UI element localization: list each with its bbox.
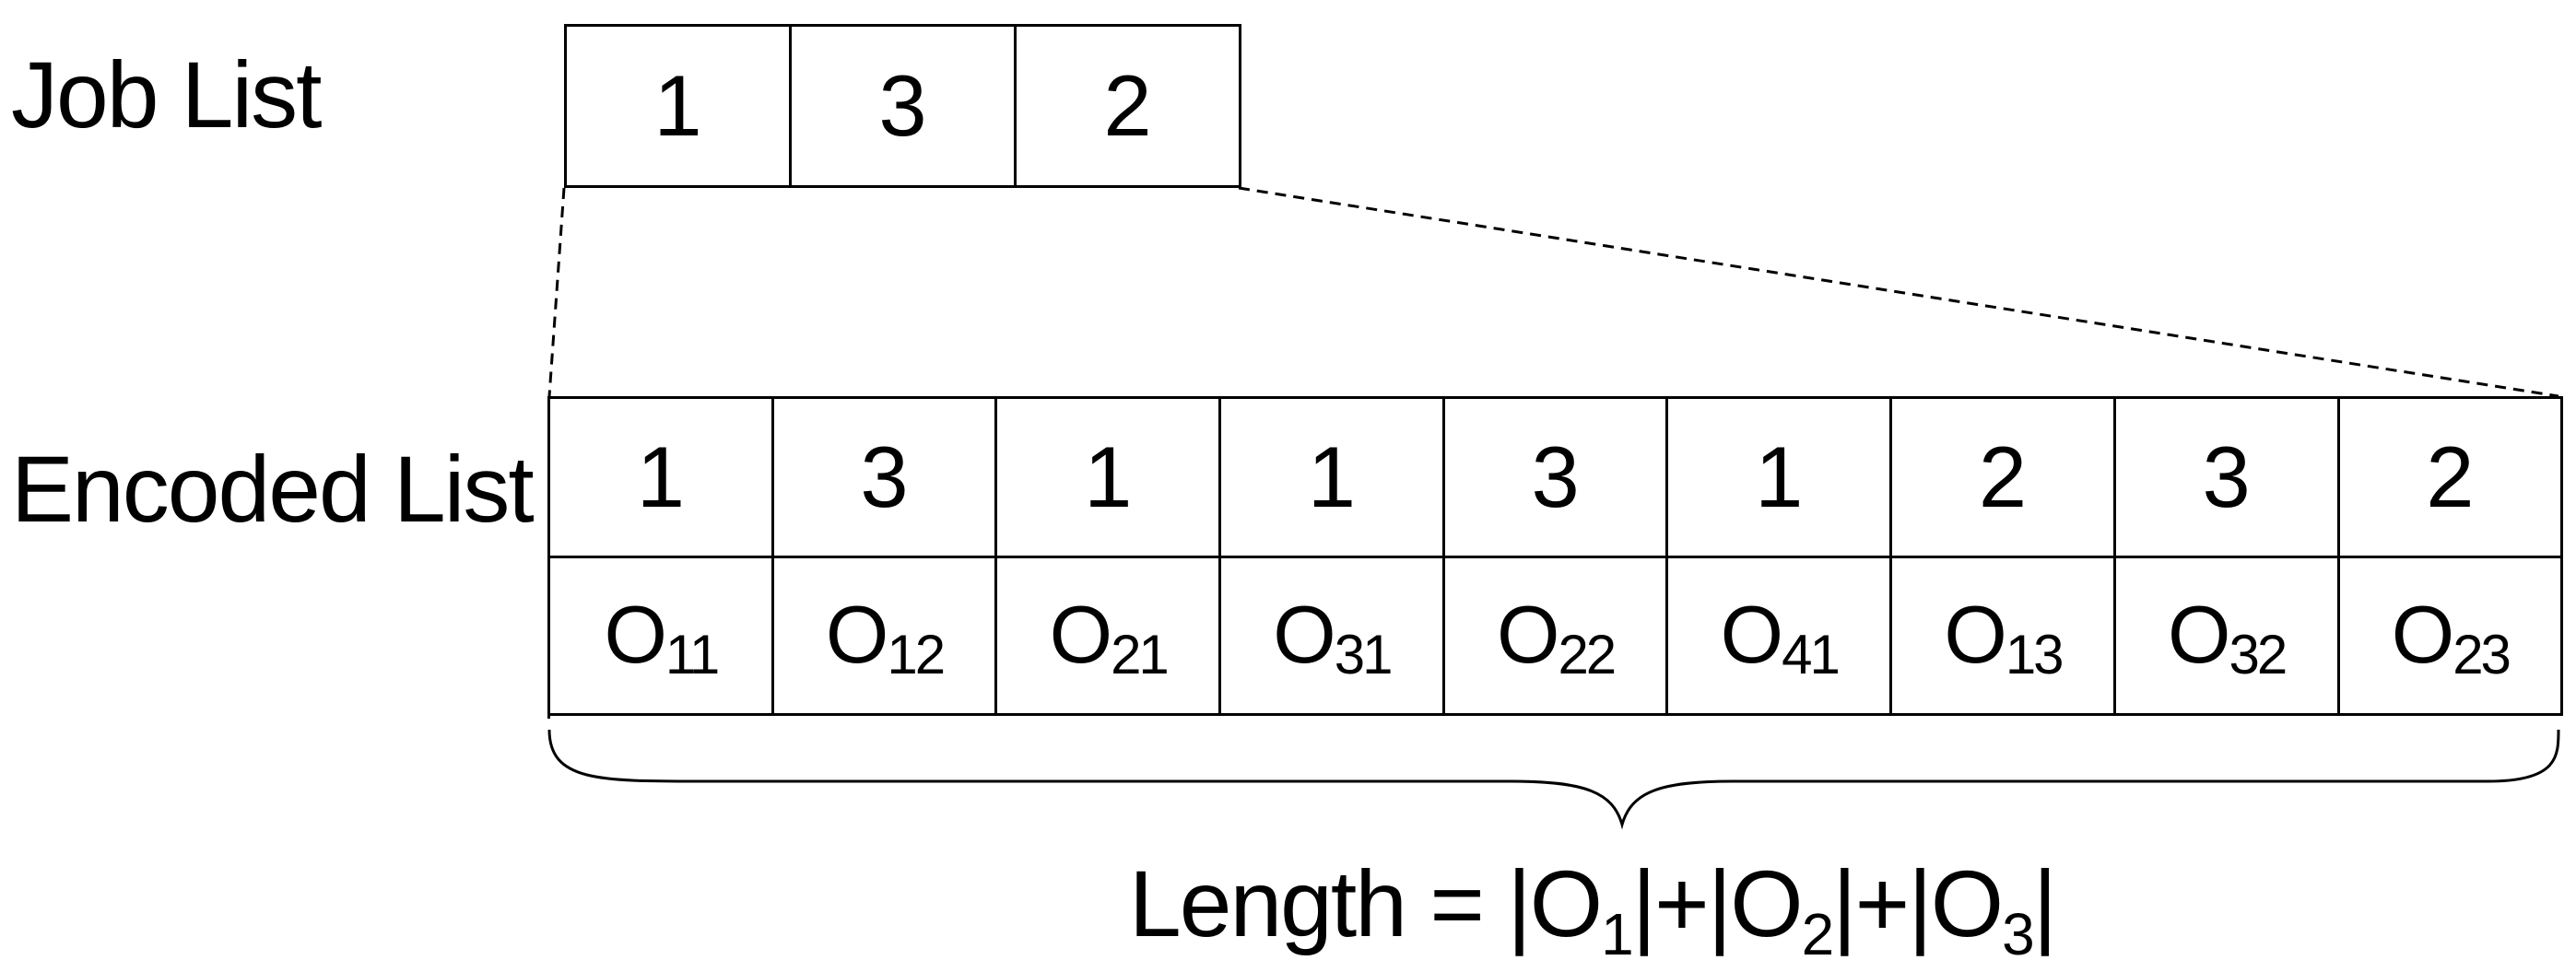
operation-symbol: O	[1720, 588, 1783, 680]
operation-symbol: O	[2391, 588, 2454, 680]
encoded-job-cell: 1	[997, 399, 1222, 558]
job-list-row: 1 3 2	[564, 24, 1241, 188]
encoded-job-row: 1 3 1 1 3 1 2 3 2	[547, 396, 2564, 558]
encoded-job-cell: 2	[1892, 399, 2116, 558]
encoded-job-cell: 3	[1444, 399, 1669, 558]
job-cell: 3	[792, 27, 1017, 188]
length-suffix: |	[2032, 851, 2057, 956]
encoded-job-cell: 3	[773, 399, 998, 558]
operation-symbol: O	[1496, 588, 1559, 680]
operation-symbol: O	[1944, 588, 2006, 680]
job-list-label: Job List	[11, 42, 323, 147]
length-curly-brace	[547, 729, 2560, 830]
operation-subscript: 41	[1782, 623, 1841, 685]
operation-symbol: O	[1273, 588, 1335, 680]
length-formula: Length = |O1|+|O2|+|O3|	[1129, 857, 2057, 964]
length-separator: |+|	[1832, 851, 1933, 956]
operation-subscript: 22	[1558, 623, 1617, 685]
length-prefix: Length = |	[1129, 851, 1532, 956]
operation-symbol: O	[825, 588, 888, 680]
encoded-job-cell: 3	[2115, 399, 2340, 558]
length-term-subscript: 1	[1601, 901, 1634, 967]
operation-subscript: 23	[2452, 623, 2511, 685]
right-dashed-connector	[1238, 186, 2559, 398]
length-term-symbol: O	[1529, 851, 1603, 956]
operation-subscript: 11	[665, 623, 720, 685]
encoded-job-cell: 1	[550, 399, 774, 558]
length-term-subscript: 3	[2002, 901, 2035, 967]
encoded-job-cell: 1	[1668, 399, 1893, 558]
length-term-subscript: 2	[1801, 901, 1835, 967]
encoded-job-cell: 1	[1221, 399, 1445, 558]
operation-subscript: 13	[2005, 623, 2064, 685]
operation-symbol: O	[1049, 588, 1112, 680]
operation-subscript: 12	[887, 623, 946, 685]
operation-subscript: 32	[2229, 623, 2288, 685]
length-separator: |+|	[1631, 851, 1733, 956]
job-cell: 1	[567, 27, 792, 188]
left-dashed-connector	[547, 187, 566, 397]
length-term-symbol: O	[1730, 851, 1803, 956]
encoded-job-cell: 2	[2339, 399, 2564, 558]
operation-symbol: O	[2168, 588, 2230, 680]
encoded-list-label: Encoded List	[11, 437, 535, 542]
job-cell: 2	[1017, 27, 1241, 188]
operation-subscript: 21	[1111, 623, 1170, 685]
operation-symbol: O	[604, 588, 666, 680]
operation-subscript: 31	[1334, 623, 1394, 685]
length-term-symbol: O	[1930, 851, 2004, 956]
